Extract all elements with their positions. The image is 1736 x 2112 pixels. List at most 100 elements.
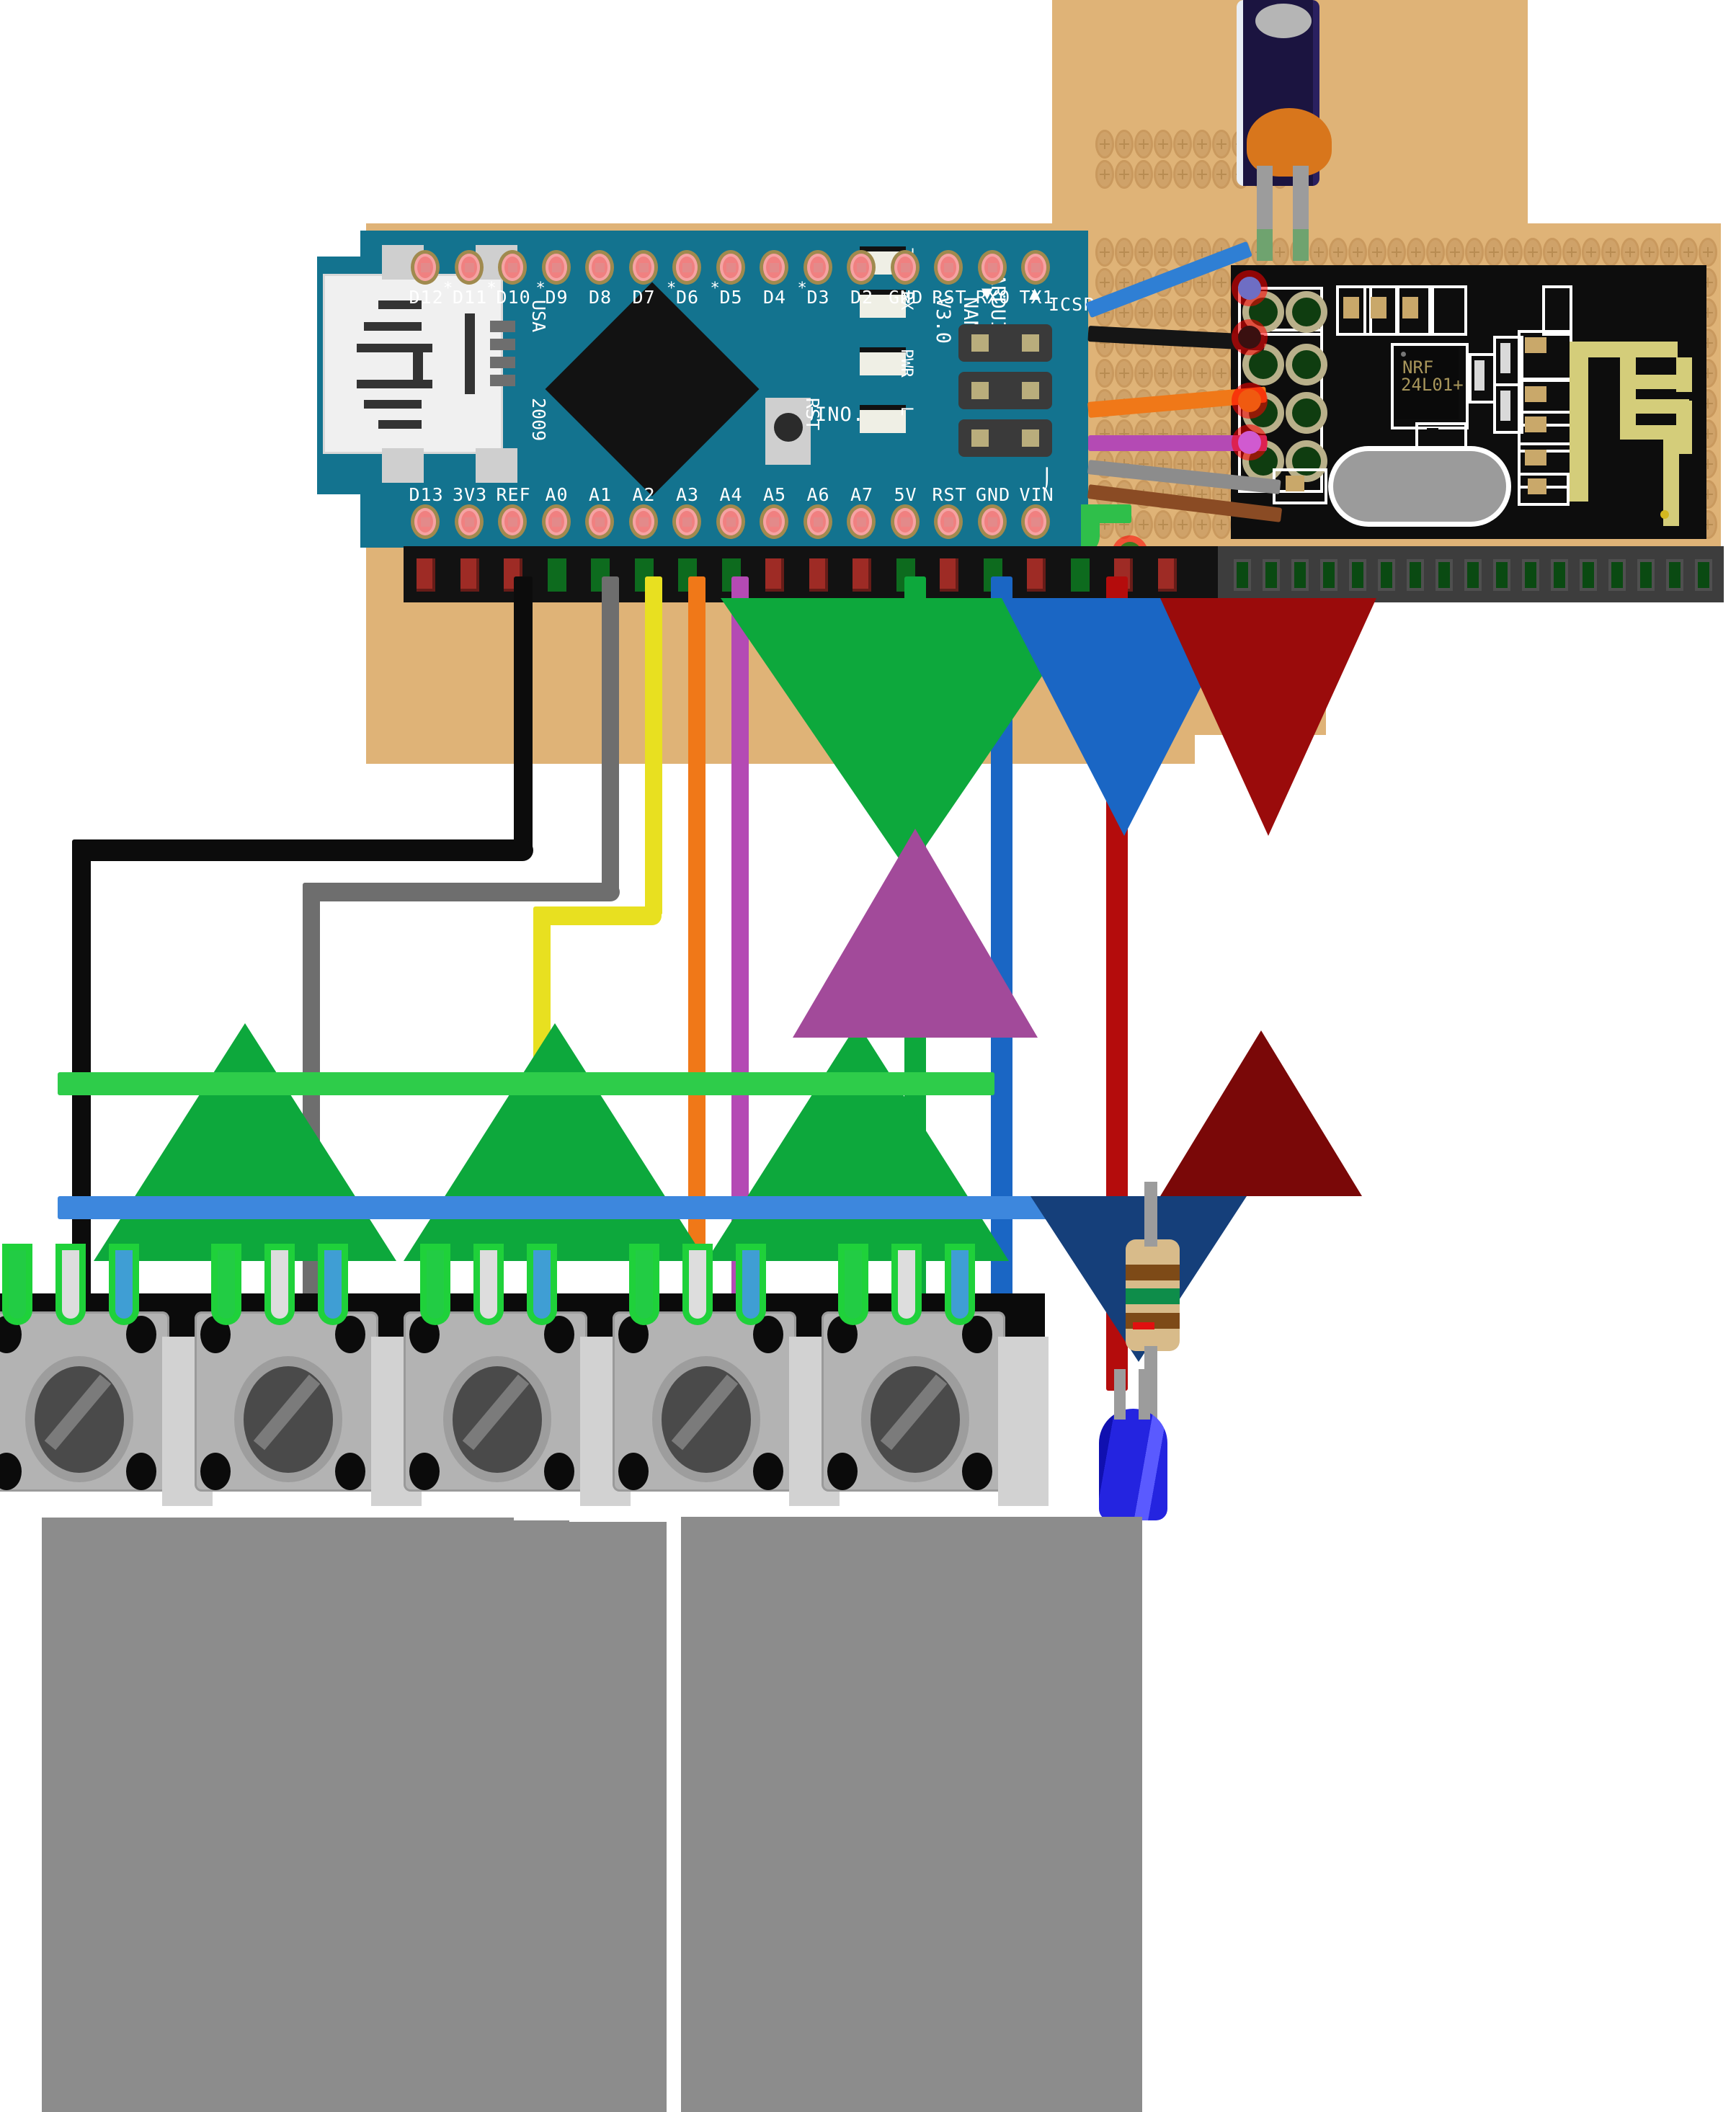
breadboard-hole[interactable]: [1134, 238, 1153, 267]
breadboard-hole[interactable]: [1115, 359, 1134, 388]
nano-pin-5V[interactable]: [894, 508, 916, 535]
breadboard-hole[interactable]: [1193, 298, 1211, 327]
header-socket[interactable]: [1349, 559, 1366, 591]
breadboard-hole[interactable]: [1212, 130, 1231, 159]
wire-gnd-black-corner[interactable]: [72, 839, 533, 861]
header-socket[interactable]: [1551, 559, 1568, 591]
nano-pin-D13[interactable]: [414, 508, 436, 535]
nano-pin-VIN[interactable]: [1025, 508, 1046, 535]
breadboard-hole[interactable]: [1134, 130, 1153, 159]
breadboard-hole[interactable]: [1154, 238, 1172, 267]
nano-pin-RST[interactable]: [938, 508, 959, 535]
breadboard-hole[interactable]: [1154, 298, 1172, 327]
nano-pin-D8[interactable]: [589, 254, 610, 281]
wire-gray-v1[interactable]: [602, 576, 619, 894]
breadboard-hole[interactable]: [1621, 238, 1639, 267]
breadboard-hole[interactable]: [1212, 298, 1231, 327]
nano-pin-A0[interactable]: [545, 508, 567, 535]
nano-pin-RST[interactable]: [938, 254, 959, 281]
header-socket[interactable]: [1522, 559, 1539, 591]
breadboard-hole[interactable]: [1484, 238, 1503, 267]
breadboard-hole[interactable]: [1504, 238, 1523, 267]
breadboard-hole[interactable]: [1193, 160, 1211, 189]
header-socket[interactable]: [1263, 559, 1280, 591]
breadboard-hole[interactable]: [1134, 160, 1153, 189]
breadboard-hole[interactable]: [1562, 238, 1581, 267]
nano-pin-D2[interactable]: [850, 254, 872, 281]
breadboard-hole[interactable]: [1640, 238, 1659, 267]
header-socket[interactable]: [417, 558, 435, 592]
header-socket[interactable]: [1580, 559, 1597, 591]
breadboard-hole[interactable]: [1173, 160, 1192, 189]
breadboard-hole[interactable]: [1348, 238, 1367, 267]
potentiometer-pin[interactable]: [271, 1250, 288, 1319]
potentiometer-pin[interactable]: [636, 1250, 653, 1319]
header-socket[interactable]: [940, 558, 958, 592]
breadboard-hole[interactable]: [1095, 160, 1114, 189]
nrf-pin-4[interactable]: [1292, 350, 1321, 379]
header-socket[interactable]: [1027, 558, 1046, 592]
breadboard-hole[interactable]: [1601, 238, 1620, 267]
nano-pin-A7[interactable]: [850, 508, 872, 535]
breadboard-hole[interactable]: [1173, 238, 1192, 267]
nano-pin-REF[interactable]: [502, 508, 523, 535]
breadboard-hole[interactable]: [1679, 238, 1698, 267]
breadboard-hole[interactable]: [1193, 359, 1211, 388]
header-socket[interactable]: [1320, 559, 1337, 591]
nano-pin-D4[interactable]: [763, 254, 785, 281]
breadboard-hole[interactable]: [1193, 510, 1211, 539]
header-socket[interactable]: [547, 558, 566, 592]
header-socket[interactable]: [1637, 559, 1655, 591]
header-socket[interactable]: [1070, 558, 1090, 592]
nano-pin-RX0[interactable]: [981, 254, 1003, 281]
breadboard-hole[interactable]: [1115, 130, 1134, 159]
breadboard-hole[interactable]: [1212, 160, 1231, 189]
header-socket[interactable]: [1666, 559, 1683, 591]
potentiometer-pin[interactable]: [480, 1250, 497, 1319]
header-socket[interactable]: [460, 558, 479, 592]
nano-pin-A4[interactable]: [719, 508, 742, 535]
breadboard-hole[interactable]: [1699, 238, 1717, 267]
potentiometer-pin[interactable]: [427, 1250, 444, 1319]
breadboard-hole[interactable]: [1115, 238, 1134, 267]
potentiometer-pin[interactable]: [533, 1250, 551, 1319]
nrf-pin-3[interactable]: [1249, 350, 1278, 379]
breadboard-hole[interactable]: [1115, 160, 1134, 189]
wire-yellow-v1[interactable]: [645, 576, 662, 915]
breadboard-hole[interactable]: [1095, 268, 1114, 297]
wire-gray-corner[interactable]: [303, 883, 620, 901]
breadboard-hole[interactable]: [1134, 298, 1153, 327]
breadboard-hole[interactable]: [1154, 130, 1172, 159]
nano-pin-D11[interactable]: [458, 254, 480, 281]
nano-pin-D7[interactable]: [632, 254, 654, 281]
header-socket[interactable]: [1695, 559, 1712, 591]
breadboard-hole[interactable]: [1270, 238, 1289, 267]
nrf-pin-1[interactable]: [1249, 298, 1278, 326]
breadboard-hole[interactable]: [1095, 130, 1114, 159]
nano-pin-A6[interactable]: [806, 508, 829, 535]
breadboard-hole[interactable]: [1173, 359, 1192, 388]
rail-blue-gnd[interactable]: [58, 1196, 1088, 1219]
breadboard-hole[interactable]: [1193, 130, 1211, 159]
breadboard-hole[interactable]: [1426, 238, 1445, 267]
potentiometer-pin[interactable]: [689, 1250, 706, 1319]
header-socket[interactable]: [1378, 559, 1395, 591]
breadboard-hole[interactable]: [1154, 510, 1172, 539]
breadboard-hole[interactable]: [1309, 238, 1328, 267]
breadboard-hole[interactable]: [1173, 298, 1192, 327]
breadboard-hole[interactable]: [1660, 238, 1678, 267]
header-socket[interactable]: [1407, 559, 1424, 591]
breadboard-hole[interactable]: [1407, 238, 1425, 267]
wire-yellow-corner[interactable]: [533, 906, 662, 925]
potentiometer-pin[interactable]: [62, 1250, 79, 1319]
breadboard-hole[interactable]: [1212, 359, 1231, 388]
potentiometer-pin[interactable]: [951, 1250, 969, 1319]
nrf-pin-2[interactable]: [1292, 298, 1321, 326]
nano-pin-A5[interactable]: [763, 508, 785, 535]
header-socket[interactable]: [1435, 559, 1453, 591]
nano-pin-TX1[interactable]: [1025, 254, 1046, 281]
header-socket[interactable]: [1234, 559, 1251, 591]
nano-pin-D12[interactable]: [414, 254, 436, 281]
nano-pin-A1[interactable]: [589, 508, 610, 535]
header-socket[interactable]: [1464, 559, 1482, 591]
